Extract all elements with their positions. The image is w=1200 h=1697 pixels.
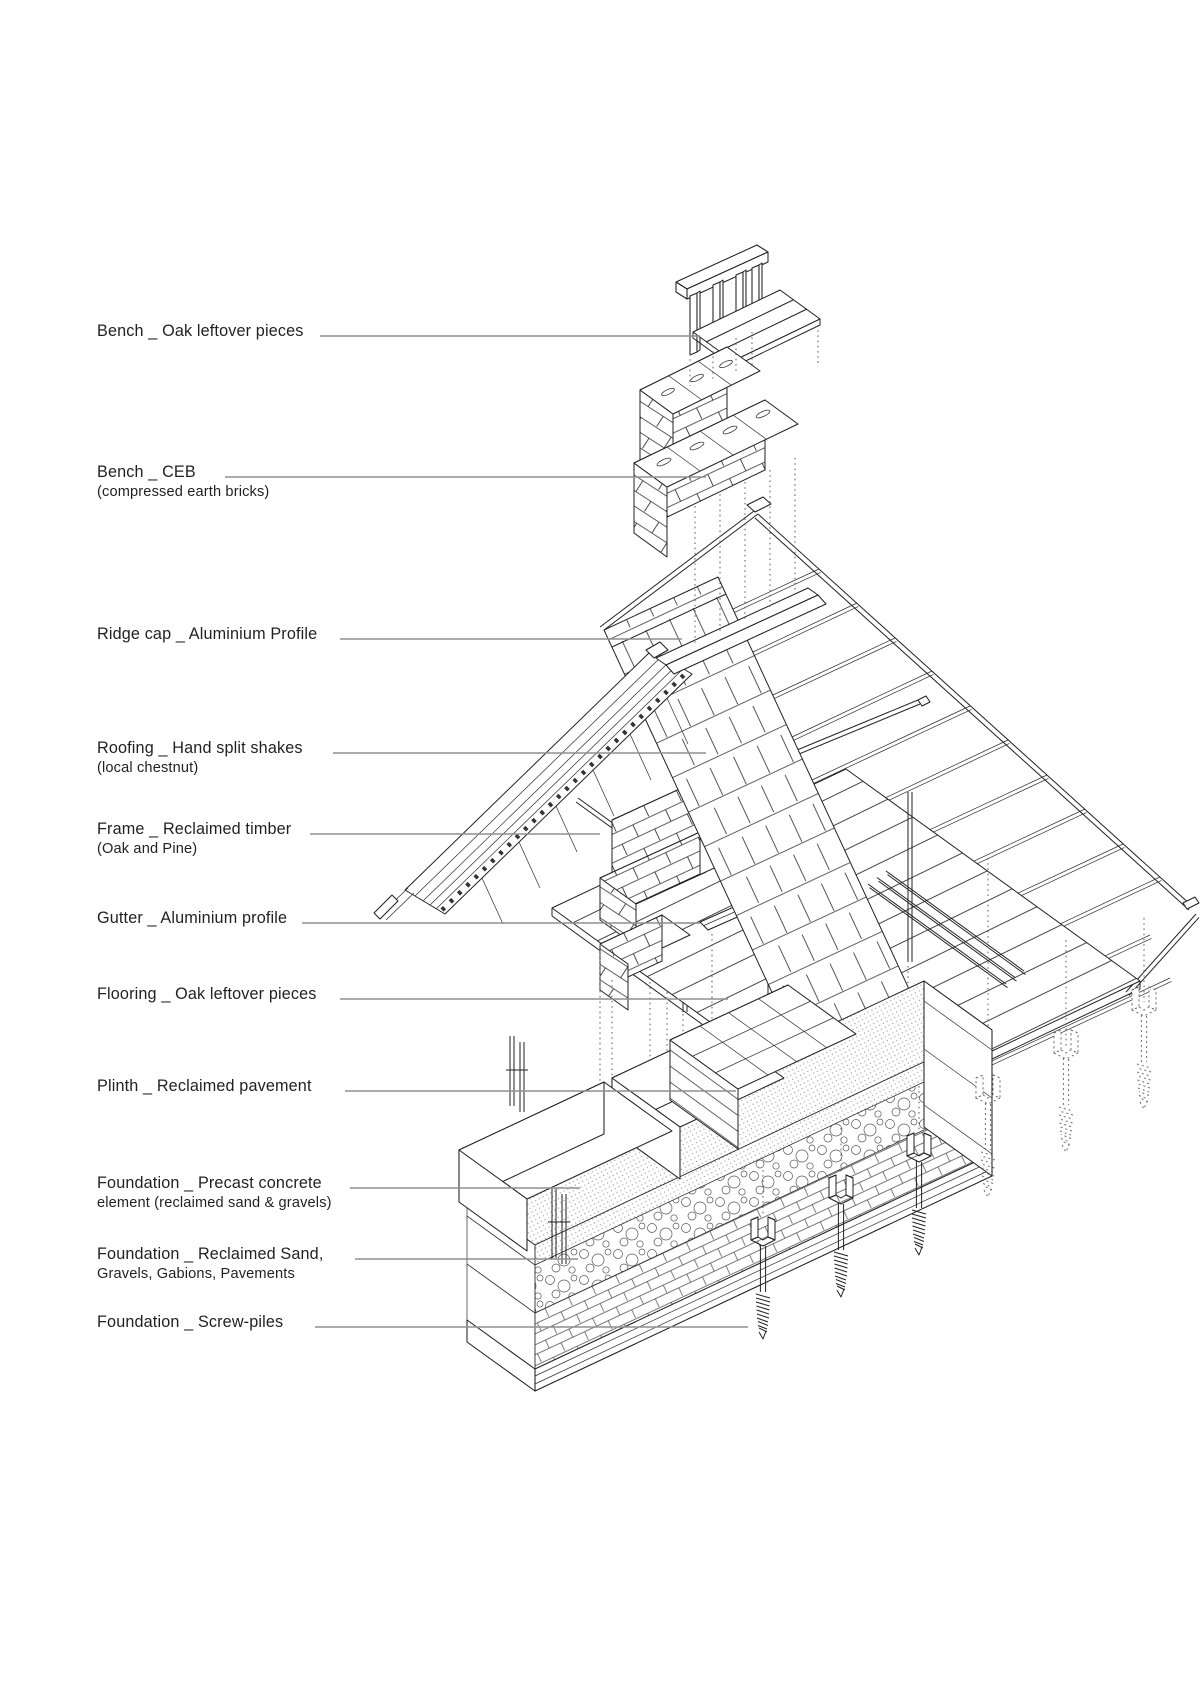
label-text: Gutter _ Aluminium profile [97, 909, 288, 927]
label-text: Frame _ Reclaimed timber [97, 820, 292, 838]
ceb-bench-built [599, 776, 737, 1011]
label-subtext: (local chestnut) [97, 759, 199, 776]
label-subtext: (Oak and Pine) [97, 840, 198, 857]
frame-beam [767, 695, 931, 767]
ceb-brick-stack-upper [639, 346, 761, 493]
anchor-stakes [506, 1036, 570, 1264]
projection-lines-upper [689, 325, 819, 645]
label-frame: Frame _ Reclaimed timber (Oak and Pine) [97, 820, 291, 858]
label-text: Ridge cap _ Aluminium Profile [97, 625, 318, 643]
screw-piles [750, 986, 1157, 1340]
label-subtext: element (reclaimed sand & gravels) [97, 1194, 332, 1211]
projection-lines-mid [599, 858, 1145, 1134]
eave-lamella-beams [867, 870, 1026, 989]
label-roofing: Roofing _ Hand split shakes (local chest… [97, 739, 303, 777]
label-text: Bench _ CEB [97, 463, 196, 481]
label-gutter: Gutter _ Aluminium profile [97, 909, 287, 928]
ridge-cap [645, 587, 827, 675]
label-subtext: (compressed earth bricks) [97, 483, 270, 500]
timber-frame-far-gable [599, 496, 1200, 996]
label-subtext: Gravels, Gabions, Pavements [97, 1265, 295, 1282]
leader-lines [225, 335, 748, 1328]
roof-left-slope-edge [373, 649, 693, 925]
label-text: Bench _ Oak leftover pieces [97, 322, 304, 340]
label-text: Foundation _ Precast concrete [97, 1174, 322, 1192]
label-plinth: Plinth _ Reclaimed pavement [97, 1077, 312, 1096]
label-text: Flooring _ Oak leftover pieces [97, 985, 317, 1003]
label-foundation-gabions: Foundation _ Reclaimed Sand, Gravels, Ga… [97, 1245, 323, 1283]
ceb-brick-stack-lower [633, 399, 799, 558]
label-text: Roofing _ Hand split shakes [97, 739, 303, 757]
label-foundation-screw-piles: Foundation _ Screw-piles [97, 1313, 283, 1332]
label-text: Foundation _ Screw-piles [97, 1313, 284, 1331]
plinth-pavement-pallet [669, 984, 857, 1150]
label-text: Plinth _ Reclaimed pavement [97, 1077, 312, 1095]
label-flooring: Flooring _ Oak leftover pieces [97, 985, 317, 1004]
label-text: Foundation _ Reclaimed Sand, [97, 1245, 324, 1263]
label-bench-oak: Bench _ Oak leftover pieces [97, 322, 304, 341]
label-foundation-precast: Foundation _ Precast concrete element (r… [97, 1174, 332, 1212]
label-ridge-cap: Ridge cap _ Aluminium Profile [97, 625, 317, 644]
label-bench-ceb: Bench _ CEB (compressed earth bricks) [97, 463, 269, 501]
